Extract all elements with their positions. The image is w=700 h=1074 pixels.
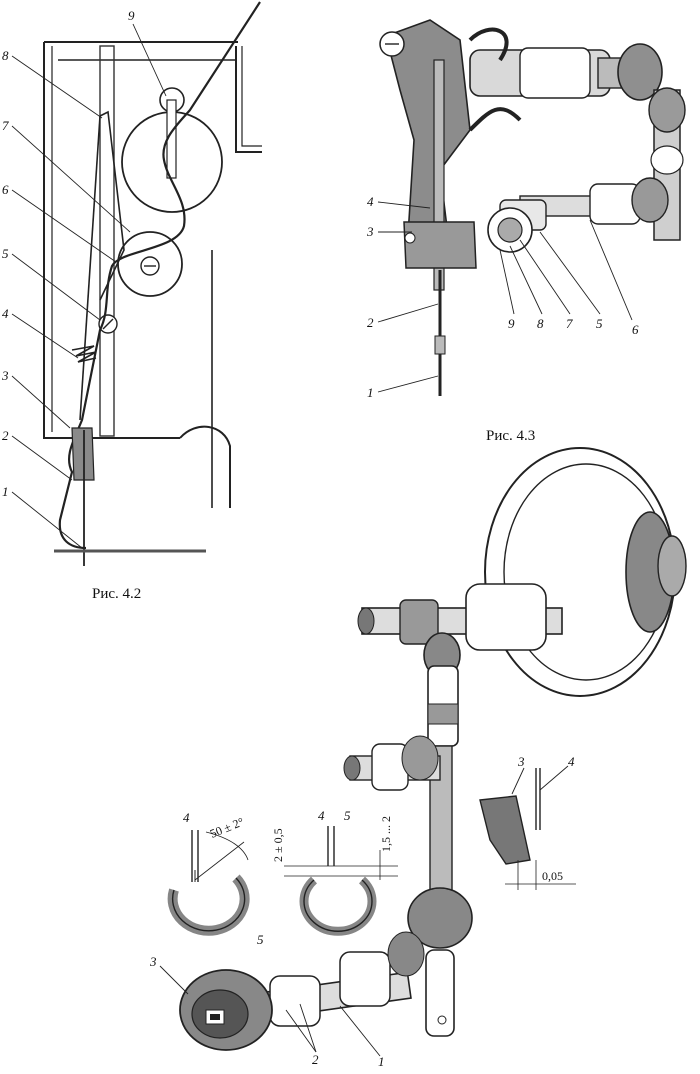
fig42-label-5: 5 [2,246,9,261]
fig42-label-4: 4 [2,306,9,321]
main-shaft [357,583,563,651]
figure-4-4: 1 2 3 4 5 3 4 4 5 50 ± 2° 2 ± 0,5 1,5 ..… [149,447,687,1069]
figure-4-2: 1 2 3 4 5 6 7 8 9 Рис. 4.2 [1,1,262,602]
fig42-label-7: 7 [2,118,9,133]
fig43-label-2: 2 [367,315,374,330]
fig42-label-3: 3 [1,368,9,383]
fig43-label-6: 6 [632,322,639,337]
fig44-label-5: 5 [257,932,264,947]
fig43-label-7: 7 [566,316,573,331]
fig44-detail-label-4a: 4 [568,754,575,769]
fig44-detail-label-5: 5 [344,808,351,823]
hook-shaft [238,931,425,1027]
fig42-label-6: 6 [2,182,9,197]
dimension-clearance: 0,05 [542,869,563,883]
fig44-detail-label-3: 3 [517,754,525,769]
dimension-gap-b: 1,5 ... 2 [379,816,393,852]
upper-bevel-gear [617,43,663,101]
dimension-gap-a: 2 ± 0,5 [271,828,285,862]
fig43-label-9: 9 [508,316,515,331]
fig43-caption: Рис. 4.3 [486,428,535,444]
fig42-label-2: 2 [2,428,9,443]
fig42-caption: Рис. 4.2 [92,586,141,602]
needle-bar [99,45,115,437]
fig44-label-1: 1 [378,1054,385,1069]
rotary-hook [179,969,273,1051]
machine-head-outline [43,41,262,508]
fig44-label-4: 4 [183,810,190,825]
fig43-label-3: 3 [366,224,374,239]
needle-bar-bracket [403,221,477,269]
fig43-label-1: 1 [367,385,374,400]
needle-bar-mechanism [379,19,522,396]
leader-lines-fig44 [159,765,569,1057]
hook-detail-left [167,830,250,936]
upper-shaft-assembly [469,43,686,241]
fig44-detail-label-4b: 4 [318,808,325,823]
intermediate-shaft [343,735,441,791]
fig42-label-1: 1 [2,484,9,499]
check-spring [71,345,97,363]
dimension-angle: 50 ± 2° [208,814,246,840]
fig43-label-4: 4 [367,194,374,209]
lower-shaft-assembly [487,177,669,253]
fig43-label-5: 5 [596,316,603,331]
upper-thread [58,1,261,550]
handwheel [484,447,687,697]
fig42-label-8: 8 [2,48,9,63]
fig43-label-8: 8 [537,316,544,331]
needle-clamp [71,427,95,481]
fig44-label-3: 3 [149,954,157,969]
fig42-label-9: 9 [128,8,135,23]
hook-detail-right [284,826,398,936]
figure-4-3: 1 2 3 4 5 6 7 8 9 Рис. 4.3 [366,19,686,444]
fig44-label-2: 2 [312,1052,319,1067]
clearance-detail [479,768,576,890]
leader-lines-fig43 [377,201,633,393]
leader-lines-fig42 [11,23,167,549]
vertical-shaft-fig44 [407,632,473,1037]
